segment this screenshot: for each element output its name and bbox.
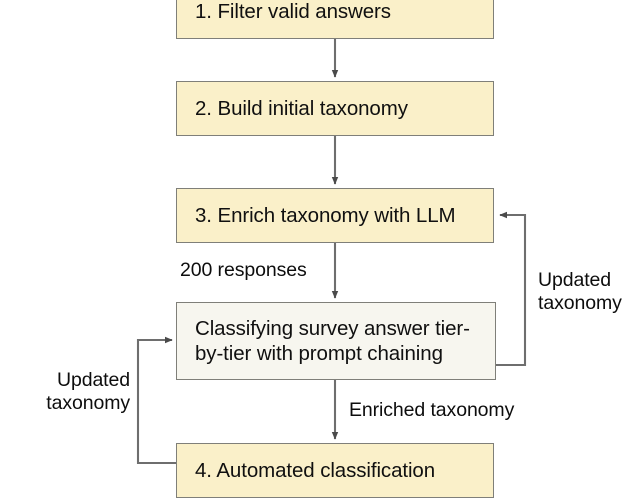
edge-label-enriched-taxonomy: Enriched taxonomy [349, 399, 515, 421]
node-step-3[interactable]: 3. Enrich taxonomy with LLM [176, 188, 494, 243]
flowchart-connectors [136, 39, 527, 465]
edge-label-200-responses: 200 responses [180, 259, 307, 281]
node-step-2[interactable]: 2. Build initial taxonomy [176, 81, 494, 136]
node-step-1[interactable]: 1. Filter valid answers [176, 0, 494, 39]
flowchart-canvas: 1. Filter valid answers 2. Build initial… [46, 0, 622, 498]
node-step-2-label: 2. Build initial taxonomy [195, 96, 408, 120]
node-step-4[interactable]: 4. Automated classification [176, 443, 494, 498]
connector-step4-to-classify-loop [136, 336, 176, 465]
node-step-4-label: 4. Automated classification [195, 458, 436, 482]
node-process-classify-label: Classifying survey answer tier- by-tier … [195, 316, 470, 365]
connector-classify-to-step3-loop [496, 211, 527, 367]
node-process-classify[interactable]: Classifying survey answer tier- by-tier … [176, 302, 496, 380]
edge-label-updated-taxonomy-right: Updated taxonomy [538, 269, 622, 315]
node-step-1-label: 1. Filter valid answers [195, 0, 391, 23]
edge-label-updated-taxonomy-left: Updated taxonomy [46, 369, 130, 415]
node-step-3-label: 3. Enrich taxonomy with LLM [195, 203, 456, 227]
